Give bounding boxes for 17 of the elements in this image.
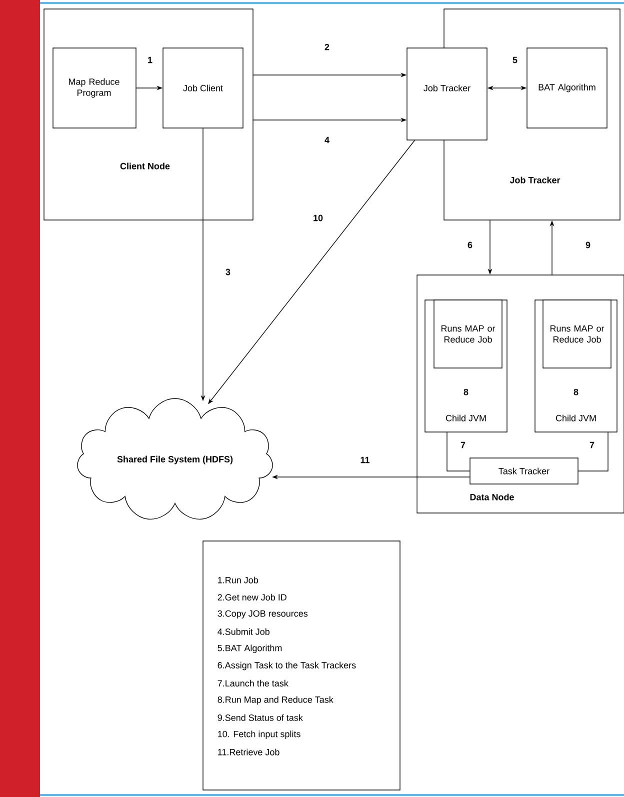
edge-label: 9 bbox=[584, 240, 592, 250]
edge-label: 10 bbox=[312, 214, 324, 222]
task-tracker-box: Task Tracker bbox=[470, 458, 578, 484]
arrow bbox=[578, 432, 608, 472]
process-box: Job Client bbox=[162, 48, 244, 128]
arrow bbox=[446, 432, 470, 472]
edge-label: 11 bbox=[359, 456, 371, 464]
edge-label: 6 bbox=[466, 240, 474, 250]
edge-label: 3 bbox=[224, 268, 232, 276]
edge-label: 2 bbox=[324, 42, 330, 52]
process-box: Job Tracker bbox=[406, 48, 488, 140]
task-box: Runs MAP or Reduce Job bbox=[434, 300, 502, 368]
task-box: Runs MAP or Reduce Job bbox=[542, 300, 612, 368]
legend-box: 1.Run Job 2.Get new Job ID 3.Copy JOB resources 4.Submit Job 5.BAT Algorithm 6.Assign Task to the Task Trackers 7.Launch the task 8.Run Map and Reduce Task 9.Send Status of task 10. Fetch input splits 11.Retrieve Job bbox=[202, 540, 400, 790]
edge-label: 4 bbox=[324, 136, 330, 144]
process-box: Map Reduce Program bbox=[52, 48, 136, 128]
process-box: BAT Algorithm bbox=[526, 48, 608, 128]
